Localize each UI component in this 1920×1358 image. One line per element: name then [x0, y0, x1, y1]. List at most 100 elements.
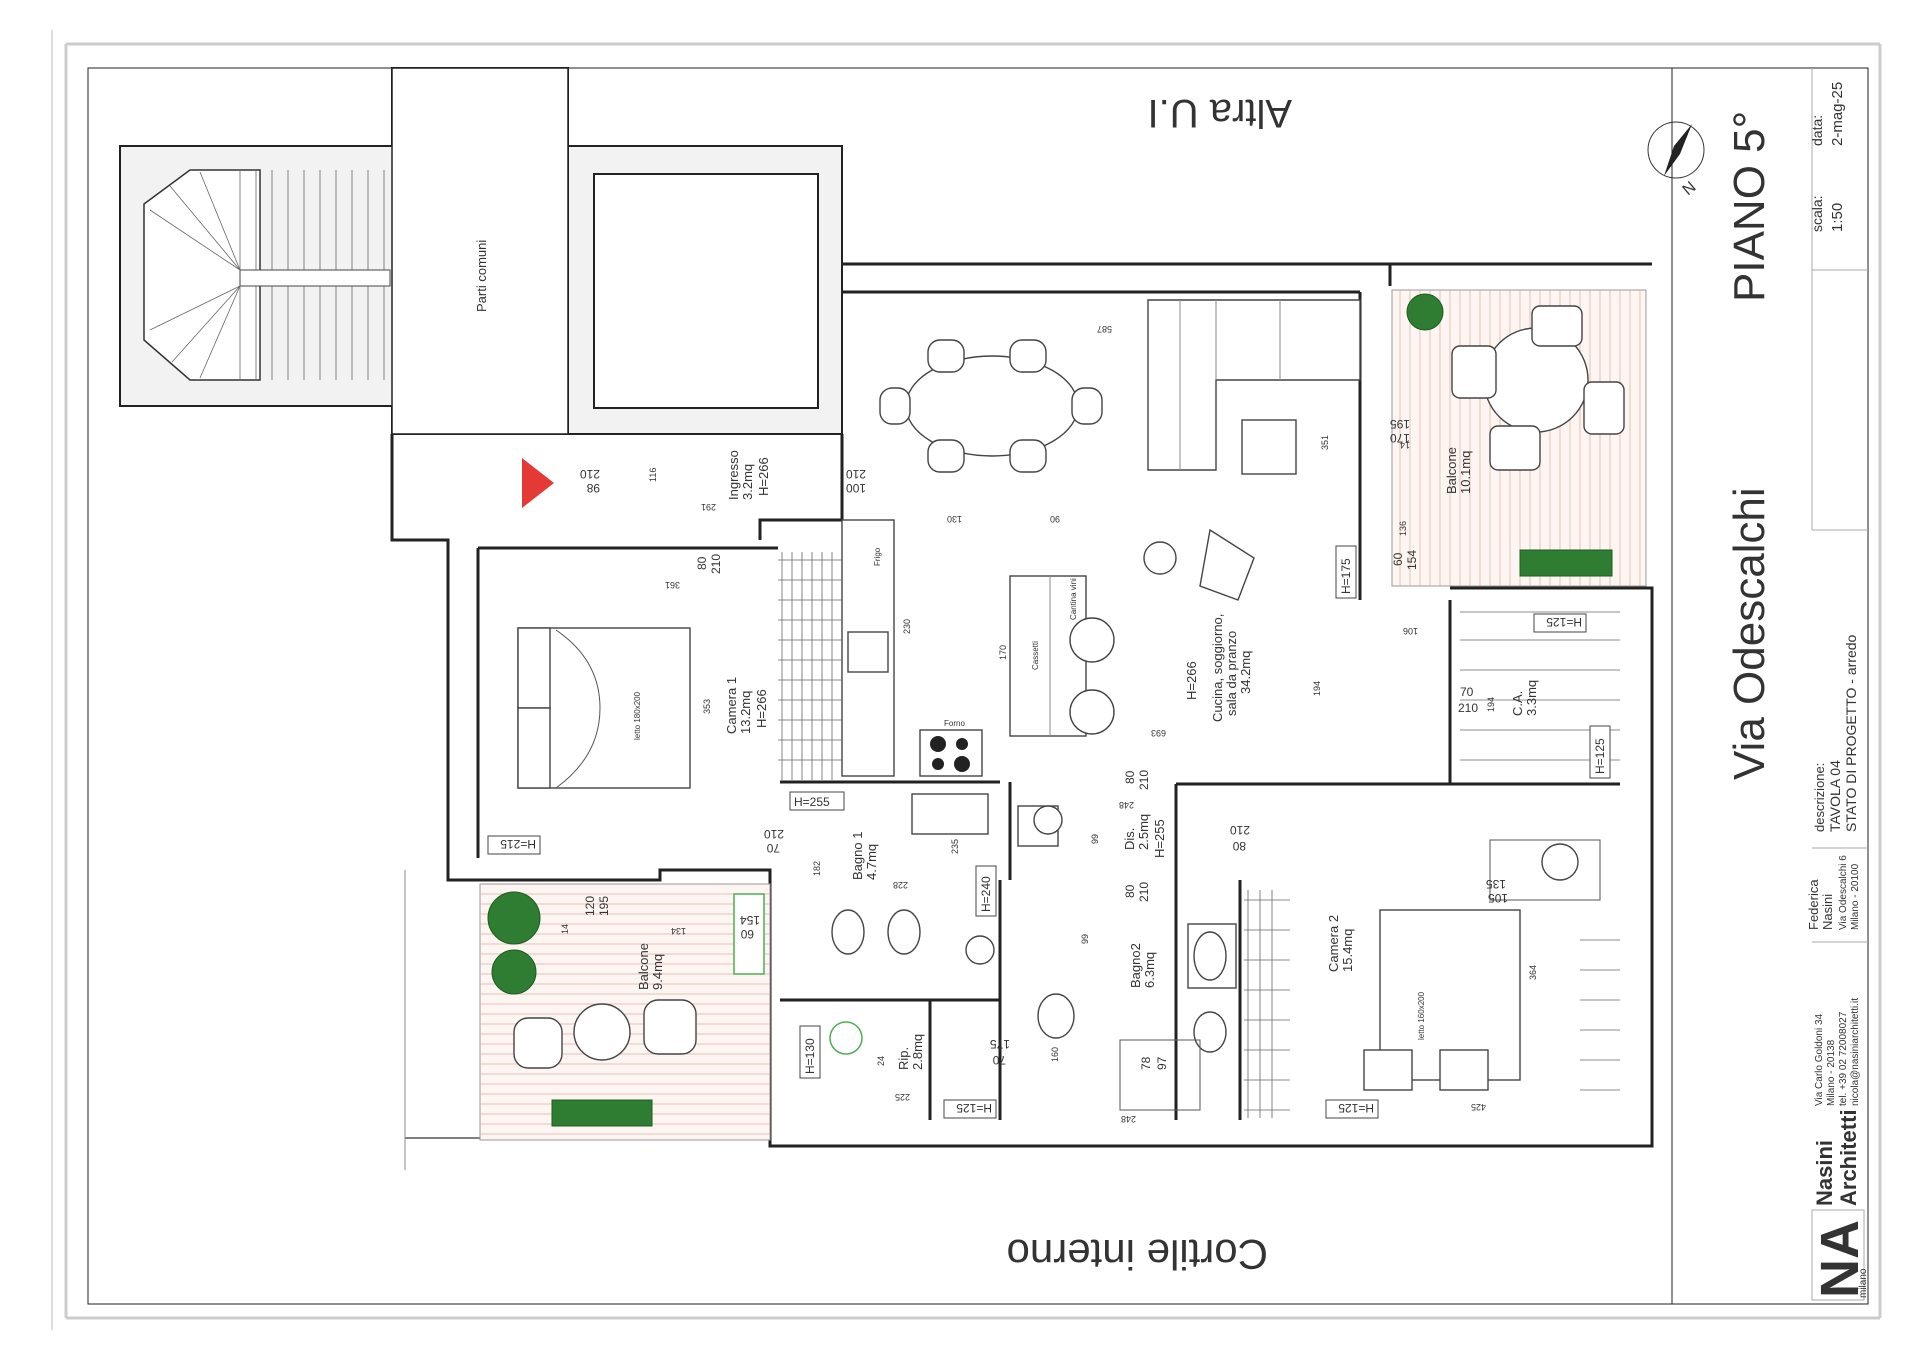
living-furniture: [879, 299, 1361, 601]
firm-logo: NA: [1810, 1220, 1870, 1298]
h125d-label: H=125: [1338, 1101, 1374, 1115]
dim-door-bagno1-h: 210: [764, 827, 784, 841]
furniture-labels: letto 180x200 letto 160x200 Frigo Forno …: [633, 547, 1426, 1040]
description-line1: TAVOLA 04: [1827, 760, 1843, 832]
camera-2: [1244, 611, 1620, 1118]
sheet-frame: [51, 30, 1882, 1330]
entry-marker-icon: [522, 458, 554, 508]
measure-labels: 587 351 194 194 693 353 230 170 130 90 2…: [560, 324, 1538, 1124]
measure-228: 228: [893, 880, 908, 890]
firm-address2: Milano - 20138: [1826, 1039, 1837, 1106]
measure-291: 291: [701, 502, 716, 512]
altra-ui-label: Altra U.I: [1148, 91, 1292, 135]
firm-phone: tel. +39 02 72008027: [1838, 1011, 1849, 1106]
ingresso-area: 3.2mq: [740, 464, 755, 500]
h240-label: H=240: [979, 876, 993, 912]
date-label: data:: [1809, 115, 1825, 146]
balcone1-name: Balcone: [1444, 447, 1459, 494]
measure-130: 130: [947, 514, 962, 524]
h175-label: H=175: [1339, 558, 1353, 594]
dim-door-bagno2-h: 210: [1137, 882, 1151, 902]
forno-label: Forno: [944, 719, 965, 728]
measure-136: 136: [1398, 521, 1408, 536]
letto1-label: letto 180x200: [633, 691, 642, 740]
dim-door-cam1-h: 210: [709, 554, 723, 574]
dis-name: Dis.: [1122, 828, 1137, 850]
dim-shower-w: 78: [1139, 1056, 1153, 1070]
bathrooms: [829, 793, 1237, 1111]
dim-door-rip-h: 175: [990, 1037, 1010, 1051]
ingresso-name: Ingresso: [726, 450, 741, 500]
scale-label: scala:: [1809, 195, 1825, 232]
dim-shower-h: 97: [1155, 1056, 1169, 1070]
dim-window-balc1-h: 195: [1390, 417, 1410, 431]
description-label: descrizione:: [1812, 763, 1827, 832]
measure-361: 361: [665, 580, 680, 590]
client-line4: Milano - 20100: [1850, 863, 1861, 930]
measure-134: 134: [671, 926, 686, 936]
ca-area: 3.3mq: [1524, 680, 1539, 716]
dim-door-cam2-h: 210: [1230, 823, 1250, 837]
dim-door-bagno2-w: 80: [1123, 884, 1137, 898]
camera1-height: H=266: [754, 689, 769, 728]
client-line2: Nasini: [1820, 894, 1835, 930]
measure-99a: 99: [1090, 834, 1100, 844]
measure-14a: 14: [1400, 440, 1410, 450]
dim-door-dis-w: 80: [1123, 770, 1137, 784]
scale-value: 1:50: [1829, 203, 1846, 232]
dim-door-ingresso-h: 210: [580, 467, 600, 481]
camera-1: [517, 552, 842, 789]
dimension-labels: 210 98 100 210 80 210 195 170 60 154 70 …: [580, 417, 1508, 1070]
dim-door-cucina-h: 210: [846, 467, 866, 481]
camera2-name: Camera 2: [1326, 915, 1341, 972]
camera1-name: Camera 1: [724, 677, 739, 734]
dim-window-balc2b-w: 60: [740, 927, 754, 941]
balcone1-area: 10.1mq: [1458, 451, 1473, 494]
dim-window-balc1b-h: 154: [1405, 550, 1419, 570]
measure-90: 90: [1050, 514, 1060, 524]
measure-364: 364: [1528, 965, 1538, 980]
rip-area: 2.8mq: [910, 1034, 925, 1070]
height-labels: H=175 H=255 H=215 H=240 H=125 H=125 H=12…: [487, 545, 1611, 1119]
h215-label: H=215: [500, 837, 536, 851]
balcony-2-decking: [479, 883, 771, 1141]
dim-window-balc2-h: 195: [597, 896, 611, 916]
ingresso-height: H=266: [756, 457, 771, 496]
measure-587: 587: [1097, 324, 1112, 334]
cucina-area: 34.2mq: [1238, 651, 1253, 694]
dim-window-balc1-w: 170: [1390, 431, 1410, 445]
measure-106: 106: [1403, 626, 1418, 636]
cantina-label: Cantina vini: [1069, 578, 1078, 620]
dim-window-balc1b-w: 60: [1391, 552, 1405, 566]
measure-425: 425: [1471, 1102, 1486, 1112]
measure-351: 351: [1320, 435, 1330, 450]
frigo-label: Frigo: [873, 547, 882, 566]
letto2-label: letto 160x200: [1417, 991, 1426, 1040]
cassetti-label: Cassetti: [1031, 641, 1040, 670]
description-line2: STATO DI PROGETTO - arredo: [1843, 634, 1859, 832]
dim-door-cam1-w: 80: [695, 556, 709, 570]
measure-116: 116: [648, 468, 658, 482]
measure-182: 182: [812, 861, 822, 876]
firm-city: milano: [1858, 1268, 1869, 1298]
title-block: [1811, 68, 1868, 1301]
date-value: 2-mag-25: [1829, 82, 1846, 146]
measure-353: 353: [702, 699, 712, 714]
floor-title: PIANO 5°: [1725, 111, 1774, 302]
measure-99b: 99: [1080, 934, 1090, 944]
dis-height: H=255: [1152, 819, 1167, 858]
cortile-label: Cortile interno: [1007, 1231, 1268, 1278]
ca-name: C.A.: [1510, 691, 1525, 716]
north-arrow-icon: N: [1647, 121, 1705, 199]
dim-window-cam2-w: 105: [1488, 891, 1508, 905]
svg-text:N: N: [1680, 179, 1700, 199]
measure-225: 225: [895, 1092, 910, 1102]
dim-door-cam2-w: 80: [1232, 839, 1246, 853]
dim-door-ca-w: 70: [1460, 685, 1474, 699]
cucina-name: Cucina, soggiorno,: [1210, 614, 1225, 722]
measure-24: 24: [876, 1056, 886, 1066]
room-labels: Ingresso 3.2mq H=266 Cucina, soggiorno, …: [636, 447, 1539, 1070]
common-shaft: [391, 67, 843, 435]
dim-window-balc2b-h: 154: [740, 913, 760, 927]
